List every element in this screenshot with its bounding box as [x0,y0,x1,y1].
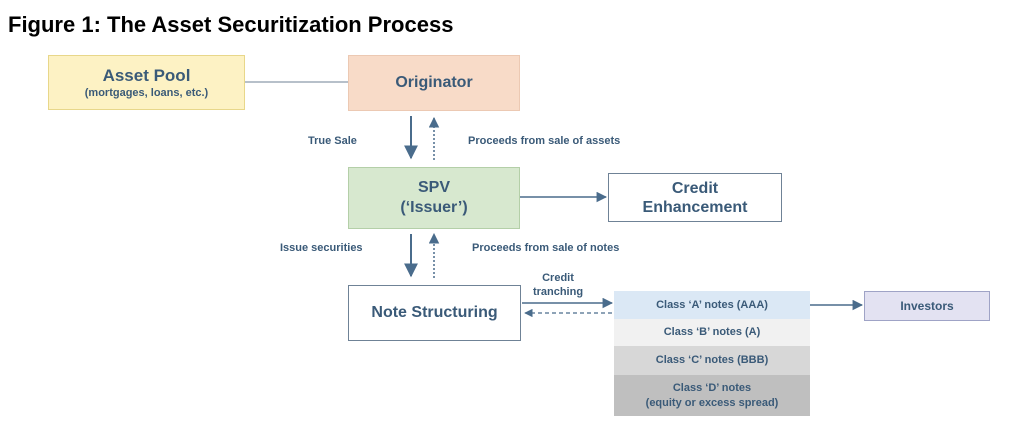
tranche-class-b-label: Class ‘B’ notes (A) [663,326,761,338]
tranche-class-a-label: Class ‘A’ notes (AAA) [656,298,768,311]
proceeds-notes-label: Proceeds from sale of notes [472,242,620,254]
spv-box: SPV (‘Issuer’) [348,167,520,229]
asset-pool-label: Asset Pool [102,65,191,85]
tranche-class-a: Class ‘A’ notes (AAA) [614,291,810,319]
credit-tranching-line1: Credit [542,272,574,284]
spv-sublabel: (‘Issuer’) [400,199,468,216]
credit-tranching-line2: tranching [532,286,584,298]
asset-pool-box: Asset Pool (mortgages, loans, etc.) [48,55,245,110]
tranche-class-d: Class ‘D’ notes (equity or excess spread… [614,375,810,416]
tranche-class-d-label: Class ‘D’ notes [672,381,752,394]
proceeds-assets-label: Proceeds from sale of assets [468,135,621,147]
tranche-class-d-sublabel: (equity or excess spread) [645,396,779,409]
investors-box: Investors [864,291,990,321]
issue-securities-label: Issue securities [280,242,363,254]
spv-label: SPV [417,179,450,196]
figure-title: Figure 1: The Asset Securitization Proce… [8,12,454,37]
credit-enhancement-line1: Credit [671,179,719,197]
tranche-class-b: Class ‘B’ notes (A) [614,319,810,346]
credit-enhancement-box: Credit Enhancement [608,173,782,222]
note-structuring-box: Note Structuring [348,285,521,341]
tranche-class-c-label: Class ‘C’ notes (BBB) [655,354,769,366]
investors-label: Investors [900,299,954,313]
originator-label: Originator [395,74,473,91]
asset-pool-sublabel: (mortgages, loans, etc.) [84,86,209,99]
credit-tranching-label: Credit tranching [528,271,588,299]
note-structuring-label: Note Structuring [371,304,498,321]
tranche-class-c: Class ‘C’ notes (BBB) [614,346,810,375]
true-sale-label: True Sale [308,135,357,147]
originator-box: Originator [348,55,520,111]
credit-enhancement-line2: Enhancement [642,198,748,216]
